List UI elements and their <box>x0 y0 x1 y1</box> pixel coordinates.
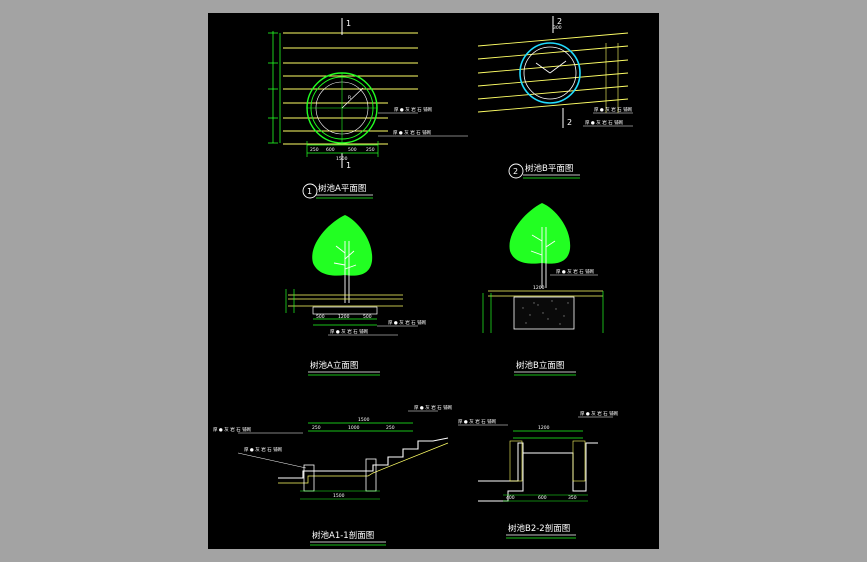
plan-a-title: 树池A平面图 <box>318 183 366 194</box>
elev-a-dim-2: 1200 <box>338 314 350 320</box>
elevation-b-view: 1200 厚 ● 灰 岩 石 铺砌 树池B立面图 <box>482 203 604 376</box>
sec-a-title: 树池A1-1剖面图 <box>312 530 374 541</box>
sec-b-callout-2: 厚 ● 灰 岩 石 铺砌 <box>580 410 619 417</box>
plan-a-section-mark-top: 1 <box>346 19 351 28</box>
elev-a-title: 树池A立面图 <box>310 360 358 371</box>
plan-b-callout-2: 厚 ● 灰 岩 石 铺砌 <box>585 119 624 126</box>
sec-b-callout-1: 厚 ● 灰 岩 石 铺砌 <box>458 418 497 425</box>
plan-a-callout-1: 厚 ● 灰 岩 石 铺砌 <box>394 106 433 113</box>
sec-a-dim-4: 250 <box>386 425 395 431</box>
plan-b-number: 2 <box>513 167 518 176</box>
drawing-sheet: 1 1 R 250 600 500 250 1500 厚 ● 灰 岩 石 铺砌 … <box>208 13 659 549</box>
plan-b-callout-1: 厚 ● 灰 岩 石 铺砌 <box>594 106 633 113</box>
elev-b-title: 树池B立面图 <box>516 360 564 371</box>
cad-drawing: 1 1 R 250 600 500 250 1500 厚 ● 灰 岩 石 铺砌 … <box>213 16 633 546</box>
sec-a-callout-1: 厚 ● 灰 岩 石 铺砌 <box>213 426 252 433</box>
section-a-view: 1500 250 1000 250 1500 厚 ● 灰 岩 石 铺砌 厚 ● … <box>213 404 453 546</box>
sec-a-dim-1: 1500 <box>358 417 370 423</box>
elev-a-callout-1: 厚 ● 灰 岩 石 铺砌 <box>388 319 427 326</box>
sec-b-title: 树池B2-2剖面图 <box>508 523 570 534</box>
plan-b-section-mark-top: 2 <box>557 17 562 26</box>
sec-a-callout-2: 厚 ● 灰 岩 石 铺砌 <box>244 446 283 453</box>
sec-a-dim-5: 1500 <box>333 493 345 499</box>
plan-b-title: 树池B平面图 <box>525 163 573 174</box>
elev-a-callout-2: 厚 ● 灰 岩 石 铺砌 <box>330 328 369 335</box>
elev-a-dim-1: 500 <box>316 314 325 320</box>
plan-a-view: 1 1 R 250 600 500 250 1500 厚 ● 灰 岩 石 铺砌 … <box>268 18 468 199</box>
sec-b-dim-1: 1200 <box>538 425 550 431</box>
sec-b-dim-2: 400 <box>506 495 515 501</box>
sec-b-dim-4: 350 <box>568 495 577 501</box>
plan-b-section-mark-bottom: 2 <box>567 118 572 127</box>
section-b-view: 1200 400 600 350 厚 ● 灰 岩 石 铺砌 厚 ● 灰 岩 石 … <box>458 410 619 539</box>
sec-a-dim-3: 1000 <box>348 425 360 431</box>
plan-b-dim-top: 300 <box>553 25 562 31</box>
plan-a-dim-2: 600 <box>326 147 335 153</box>
elevation-a-view: 500 1200 500 厚 ● 灰 岩 石 铺砌 厚 ● 灰 岩 石 铺砌 树… <box>285 215 427 376</box>
elev-a-dim-3: 500 <box>363 314 372 320</box>
plan-b-view: 2 2 300 厚 ● 灰 岩 石 铺砌 厚 ● 灰 岩 石 铺砌 2 树池B平… <box>477 16 633 179</box>
plan-a-number: 1 <box>307 187 312 196</box>
plan-a-section-mark-bottom: 1 <box>346 161 351 170</box>
sec-a-callout-3: 厚 ● 灰 岩 石 铺砌 <box>414 404 453 411</box>
plan-a-callout-2: 厚 ● 灰 岩 石 铺砌 <box>393 129 432 136</box>
plan-a-dim-3: 500 <box>348 147 357 153</box>
plan-a-radius-label: R <box>348 95 351 101</box>
plan-a-dim-total: 1500 <box>336 156 348 162</box>
elev-b-dim: 1200 <box>533 285 545 291</box>
sec-a-dim-2: 250 <box>312 425 321 431</box>
plan-a-dim-1: 250 <box>310 147 319 153</box>
elev-b-callout-1: 厚 ● 灰 岩 石 铺砌 <box>556 268 595 275</box>
sec-b-dim-3: 600 <box>538 495 547 501</box>
plan-a-dim-4: 250 <box>366 147 375 153</box>
